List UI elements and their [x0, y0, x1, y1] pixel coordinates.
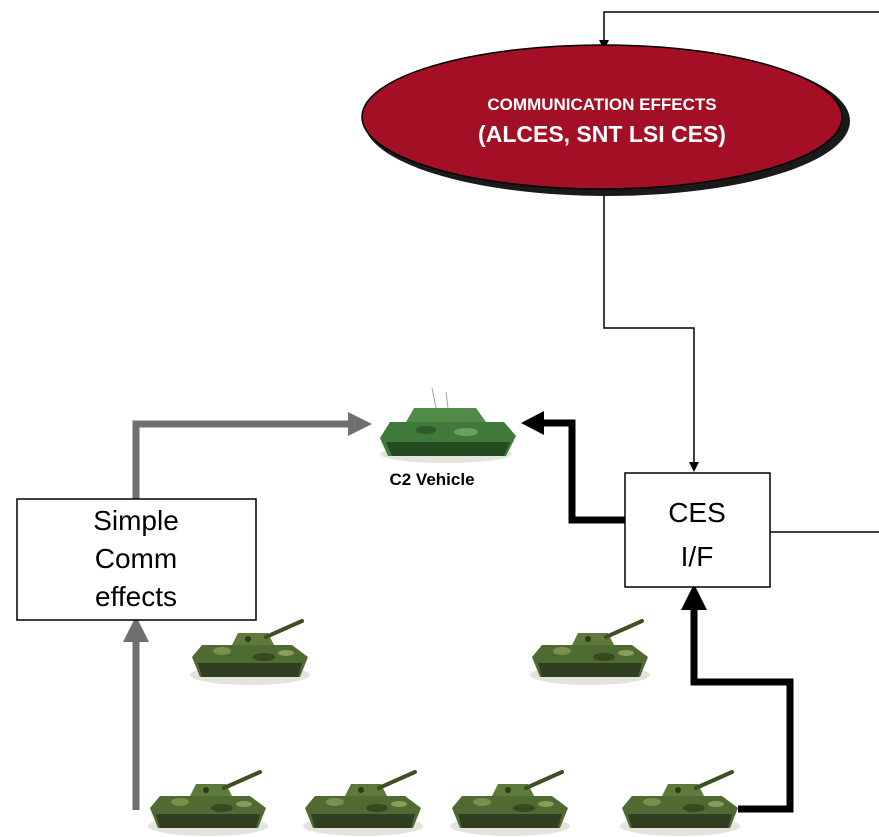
c2-vehicle-icon	[380, 387, 516, 463]
ellipse-title-line1: COMMUNICATION EFFECTS	[487, 95, 716, 114]
tank-to-ces-arrowhead	[681, 584, 707, 610]
simple-comm-effects-box	[16, 498, 257, 621]
tank-icon	[146, 770, 270, 837]
ces-to-c2-arrowhead	[521, 411, 544, 435]
simple-box-line2: Comm	[95, 543, 177, 574]
simple-box-line1: Simple	[93, 505, 179, 536]
ces-if-line1: CES	[668, 497, 726, 528]
communication-effects-ellipse	[361, 44, 843, 190]
ces-if-box	[624, 472, 771, 588]
tank-icon	[528, 619, 652, 687]
loop-connector-top	[599, 11, 879, 50]
tank-to-ces-arrow	[690, 606, 794, 813]
tank-icon	[301, 770, 425, 837]
simple-to-c2-arrow	[132, 420, 352, 499]
tank-icon	[448, 770, 572, 837]
tank-to-simple-arrowhead	[123, 616, 149, 642]
simple-box-line3: effects	[95, 581, 177, 612]
ellipse-title-line2: (ALCES, SNT LSI CES)	[478, 121, 726, 147]
simple-to-c2-arrowhead	[348, 412, 372, 436]
tank-icon	[188, 619, 312, 687]
tank-icon	[618, 770, 742, 837]
ces-to-c2-arrow	[540, 419, 625, 524]
ces-if-line2: I/F	[681, 541, 714, 572]
ellipse-to-ces-connector	[603, 195, 699, 472]
c2-vehicle-label: C2 Vehicle	[389, 470, 474, 489]
